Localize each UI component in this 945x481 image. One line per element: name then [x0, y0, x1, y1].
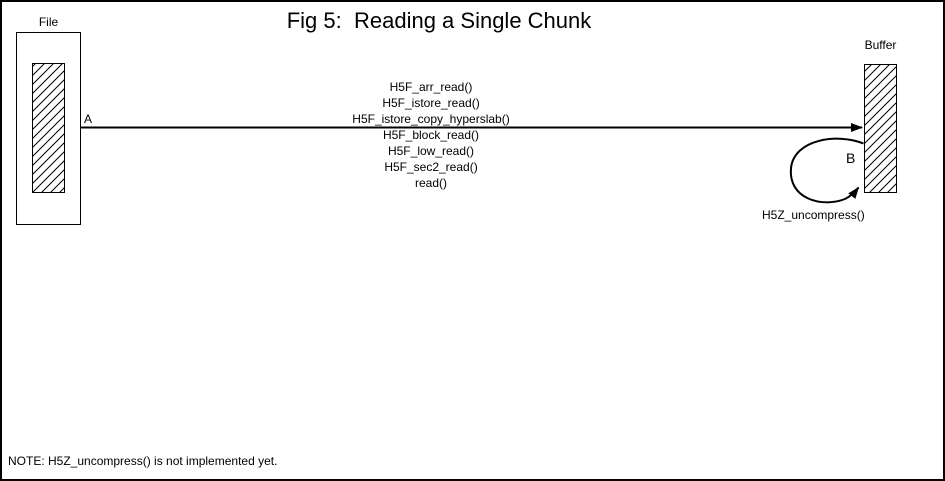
figure-title: Fig 5: Reading a Single Chunk [286, 8, 592, 33]
uncompress-loop-arrow [789, 137, 864, 204]
call-stack-line: H5F_istore_read() [382, 96, 480, 110]
note-text: NOTE: H5Z_uncompress() is not implemente… [8, 454, 278, 468]
call-stack-line: read() [414, 176, 447, 190]
call-stack-line: H5F_block_read() [382, 128, 480, 142]
call-stack-line: H5F_low_read() [387, 144, 475, 158]
uncompress-function-label: H5Z_uncompress() [762, 208, 865, 222]
buffer-hatch [864, 64, 897, 193]
file-chunk-hatch [32, 63, 65, 193]
point-b-label: B [846, 150, 856, 166]
buffer-label: Buffer [864, 38, 897, 52]
point-a-label: A [84, 112, 93, 126]
file-label: File [38, 15, 59, 29]
call-stack: H5F_arr_read() H5F_istore_read() H5F_ist… [306, 79, 556, 191]
call-stack-line: H5F_arr_read() [389, 80, 473, 94]
call-stack-line: H5F_sec2_read() [384, 160, 478, 174]
call-stack-line: H5F_istore_copy_hyperslab() [352, 112, 510, 126]
